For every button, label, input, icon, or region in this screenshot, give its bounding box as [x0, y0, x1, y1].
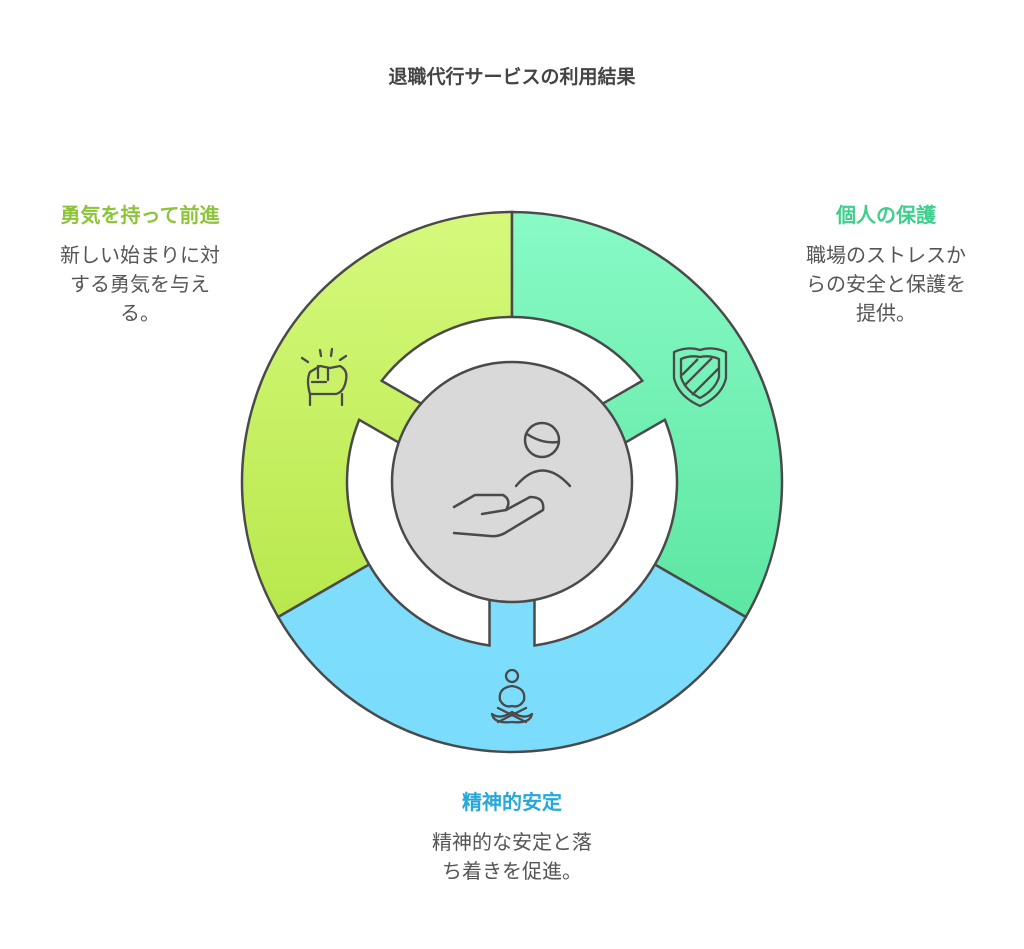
desc-line: 職場のストレスか [806, 243, 966, 267]
heading-mental: 精神的安定 [462, 790, 562, 814]
diagram-title: 退職代行サービスの利用結果 [388, 66, 636, 88]
desc-line: 新しい始まりに対 [60, 243, 220, 267]
hand-holding-person-icon [452, 421, 572, 538]
desc-line: らの安全と保護を [806, 272, 966, 296]
desc-courage: 新しい始まりに対 する勇気を与え る。 [20, 241, 260, 328]
raised-fist-icon [300, 347, 348, 407]
desc-line: ち着きを促進。 [442, 859, 582, 883]
center-circle [390, 360, 634, 604]
desc-line: する勇気を与え [70, 272, 210, 296]
meditation-icon [490, 668, 534, 724]
heading-courage: 勇気を持って前進 [60, 203, 220, 227]
desc-line: る。 [120, 301, 160, 325]
desc-mental: 精神的な安定と落 ち着きを促進。 [392, 828, 632, 886]
heading-protection: 個人の保護 [836, 203, 936, 227]
shield-icon [672, 347, 728, 408]
desc-line: 精神的な安定と落 [432, 830, 592, 854]
desc-protection: 職場のストレスか らの安全と保護を 提供。 [766, 241, 1006, 328]
desc-line: 提供。 [856, 301, 916, 325]
